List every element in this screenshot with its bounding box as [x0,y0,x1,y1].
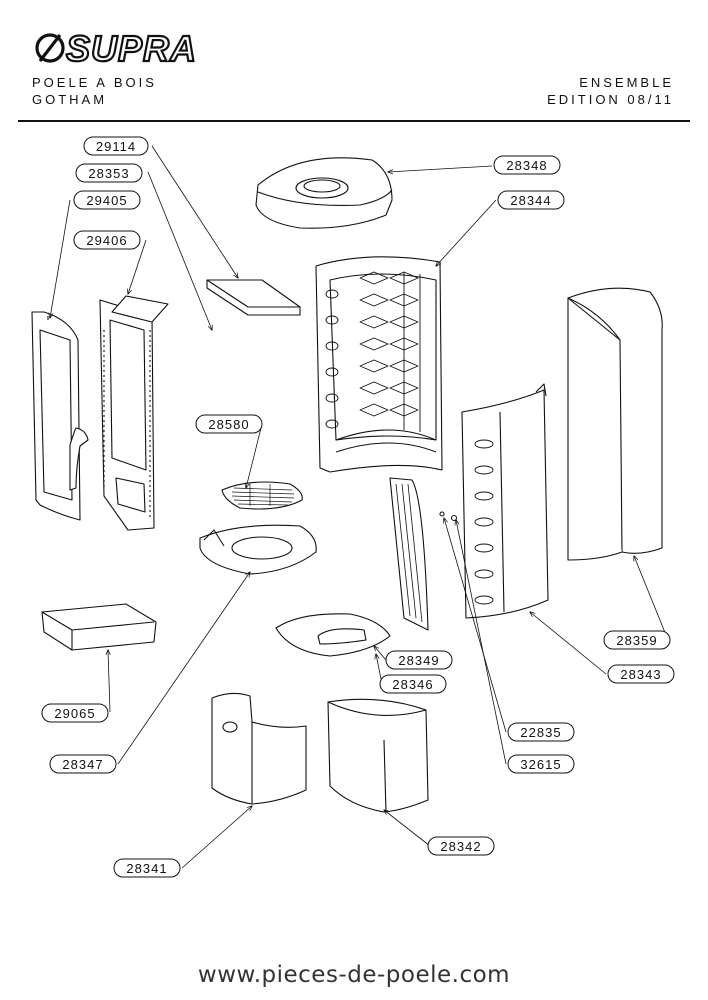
callout-28359: 28359 [603,630,671,650]
part-nut [450,514,458,522]
leader-lines [50,145,669,869]
callout-28580: 28580 [195,414,263,434]
part-rear-lower-shell [327,698,429,813]
part-deflector [389,477,429,631]
svg-text:28580: 28580 [208,417,249,432]
part-ash-lid [275,613,391,657]
svg-text:32615: 32615 [520,757,561,772]
edition: EDITION 08/11 [547,92,674,107]
svg-text:28344: 28344 [510,193,551,208]
svg-text:22835: 22835 [520,725,561,740]
callout-28346: 28346 [379,674,447,694]
svg-text:28347: 28347 [62,757,103,772]
product-type: POELE A BOIS [32,75,157,90]
callout-28344: 28344 [497,190,565,210]
callout-28347: 28347 [49,754,117,774]
header-left: POELE A BOIS GOTHAM [32,74,157,108]
callout-28343: 28343 [607,664,675,684]
part-door-frame [99,295,169,531]
callout-labels: 29114 28353 29405 29406 28348 28344 2858… [41,136,675,878]
part-front-lower-shell [211,692,307,805]
footer-url: www.pieces-de-poele.com [197,962,511,988]
callout-28342: 28342 [427,836,495,856]
part-back-panel [315,256,443,473]
part-ash-pan [41,603,157,651]
callout-28341: 28341 [113,858,181,878]
svg-text:28353: 28353 [88,166,129,181]
part-top-cap [255,157,393,229]
svg-text:29406: 29406 [86,233,127,248]
callout-29114: 29114 [83,136,149,156]
part-firebox-base [199,524,317,575]
part-rear-shell [567,287,663,561]
svg-text:28349: 28349 [398,653,439,668]
callout-29405: 29405 [73,190,141,210]
callout-32615: 32615 [507,754,575,774]
product-name: GOTHAM [32,92,108,107]
header-right: ENSEMBLE EDITION 08/11 [547,74,674,108]
part-door [31,311,89,521]
svg-text:28359: 28359 [616,633,657,648]
svg-text:28342: 28342 [440,839,481,854]
part-baffle-plate [206,279,301,316]
svg-text:29405: 29405 [86,193,127,208]
supra-logo: SUPRA [35,28,197,68]
svg-text:28348: 28348 [506,158,547,173]
callout-28348: 28348 [493,155,561,175]
part-grate [221,481,303,510]
header-rule [18,120,690,122]
svg-text:29065: 29065 [54,706,95,721]
callout-22835: 22835 [507,722,575,742]
callout-28353: 28353 [75,163,143,183]
callout-29065: 29065 [41,703,109,723]
logo-text: SUPRA [66,28,197,68]
svg-text:28343: 28343 [620,667,661,682]
part-screw [439,511,445,517]
svg-text:29114: 29114 [96,139,136,154]
sheet-title: ENSEMBLE [579,75,674,90]
svg-text:28346: 28346 [392,677,433,692]
callout-29406: 29406 [73,230,141,250]
svg-text:28341: 28341 [126,861,167,876]
callout-28349: 28349 [385,650,453,670]
part-side-panel [461,383,549,619]
